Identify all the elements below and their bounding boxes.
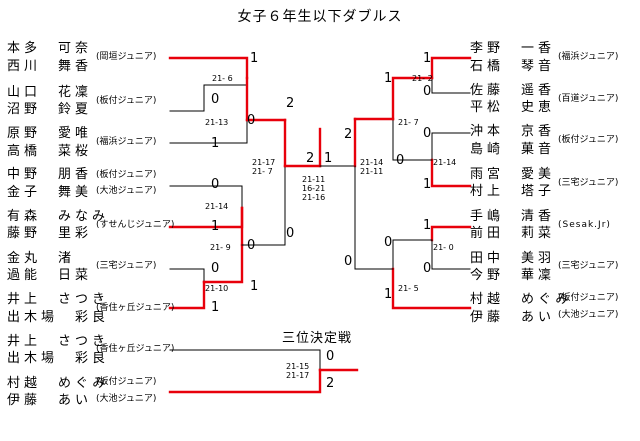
team-name: (百道ジュニア)	[558, 94, 619, 104]
player-name: 井上 さつき	[7, 292, 110, 307]
match-score: 21-17 21- 7	[252, 158, 276, 176]
player-name: 李野 一香	[470, 41, 556, 56]
match-score: 21-14 21-11	[360, 158, 384, 176]
player-name: 西川 舞香	[7, 59, 93, 74]
result-number: 0	[211, 177, 220, 192]
result-number: 0	[396, 153, 405, 168]
result-number: 1	[211, 219, 220, 234]
result-number: 1	[423, 218, 432, 233]
result-number: 1	[250, 279, 259, 294]
result-number: 2	[286, 96, 295, 111]
result-number: 0	[326, 349, 335, 364]
team-name: (三宅ジュニア)	[558, 178, 619, 188]
player-name: 田中 美羽	[470, 251, 556, 266]
player-name: 伊藤 あい	[7, 393, 93, 408]
result-number: 0	[211, 261, 220, 276]
match-score: 21-14	[205, 202, 229, 211]
team-name: (福浜ジュニア)	[558, 52, 619, 62]
match-score: 21- 0	[433, 243, 454, 252]
third-place-title: 三位決定戦	[282, 331, 353, 346]
team-name: (板付ジュニア)	[96, 377, 157, 387]
result-number: 0	[423, 84, 432, 99]
result-number: 1	[423, 177, 432, 192]
player-name: 村上 塔子	[470, 184, 556, 199]
player-name: 藤野 里彩	[7, 226, 93, 241]
team-name: (大池ジュニア)	[96, 186, 157, 196]
team-name: (板付ジュニア)	[558, 293, 619, 303]
player-name: 出木場 彩良	[7, 351, 110, 366]
match-score: 21- 7	[398, 118, 419, 127]
team-name: (香住ヶ丘ジュニア)	[96, 303, 175, 313]
player-name: 高橋 菜桜	[7, 144, 93, 159]
player-name: 手嶋 清香	[470, 209, 556, 224]
result-number: 0	[247, 113, 256, 128]
team-name: (岡垣ジュニア)	[96, 52, 157, 62]
result-number: 0	[211, 92, 220, 107]
player-name: 村越 めぐみ	[470, 292, 573, 307]
team-name: (香住ヶ丘ジュニア)	[96, 344, 175, 354]
result-number: 0	[344, 254, 353, 269]
result-number: 0	[247, 238, 256, 253]
player-name: 井上 さつき	[7, 334, 110, 349]
result-number: 1	[250, 51, 259, 66]
result-number: 1	[384, 287, 393, 302]
team-name: (板付ジュニア)	[558, 135, 619, 145]
player-name: 沼野 鈴夏	[7, 102, 93, 117]
result-number: 2	[344, 127, 353, 142]
match-score: 21- 6	[212, 74, 233, 83]
match-score: 21-13	[205, 118, 229, 127]
match-score: 21- 5	[398, 284, 419, 293]
match-score: 21- 2	[412, 74, 433, 83]
team-name: (板付ジュニア)	[96, 96, 157, 106]
player-name: 原野 愛唯	[7, 126, 93, 141]
player-name: 金丸 渚	[7, 251, 76, 266]
player-name: 村越 めぐみ	[7, 376, 110, 391]
player-name: 中野 朋香	[7, 167, 93, 182]
player-name: 金子 舞美	[7, 185, 93, 200]
player-name: 山口 花凜	[7, 85, 93, 100]
player-name: 有森 みなみ	[7, 209, 110, 224]
team-name: (三宅ジュニア)	[96, 261, 157, 271]
player-name: 雨宮 愛美	[470, 167, 556, 182]
result-number: 0	[423, 126, 432, 141]
player-name: 石橋 琴音	[470, 59, 556, 74]
team-name: (福浜ジュニア)	[96, 137, 157, 147]
result-number: 2	[326, 376, 335, 391]
player-name: 伊藤 あい	[470, 310, 556, 325]
player-name: 平松 史恵	[470, 100, 556, 115]
player-name: 出木場 彩良	[7, 310, 110, 325]
final-score: 21-11 16-21 21-16	[302, 175, 326, 202]
player-name: 今野 華凜	[470, 268, 556, 283]
match-score: 21-10	[205, 284, 229, 293]
player-name: 過能 日菜	[7, 268, 93, 283]
result-number: 2	[306, 151, 315, 166]
result-number: 0	[286, 226, 295, 241]
result-number: 1	[211, 136, 220, 151]
player-name: 前田 莉菜	[470, 226, 556, 241]
team-name: (Sesak.Jr)	[558, 220, 611, 230]
result-number: 1	[384, 71, 393, 86]
team-name: (三宅ジュニア)	[558, 261, 619, 271]
team-name: (大池ジュニア)	[558, 310, 619, 320]
match-score: 21- 9	[210, 243, 231, 252]
player-name: 佐藤 遥香	[470, 83, 556, 98]
player-name: 本多 可奈	[7, 41, 93, 56]
team-name: (板付ジュニア)	[96, 170, 157, 180]
match-score: 21-14	[433, 158, 457, 167]
result-number: 1	[211, 300, 220, 315]
team-name: (すせんじジュニア)	[96, 220, 175, 230]
page-title: 女子６年生以下ダブルス	[237, 9, 403, 25]
player-name: 沖本 京香	[470, 124, 556, 139]
third-place-score: 21-15 21-17	[286, 362, 310, 380]
result-number: 0	[384, 235, 393, 250]
result-number: 0	[423, 261, 432, 276]
player-name: 島崎 菓音	[470, 142, 556, 157]
result-number: 1	[423, 51, 432, 66]
result-number: 1	[324, 151, 333, 166]
team-name: (大池ジュニア)	[96, 394, 157, 404]
